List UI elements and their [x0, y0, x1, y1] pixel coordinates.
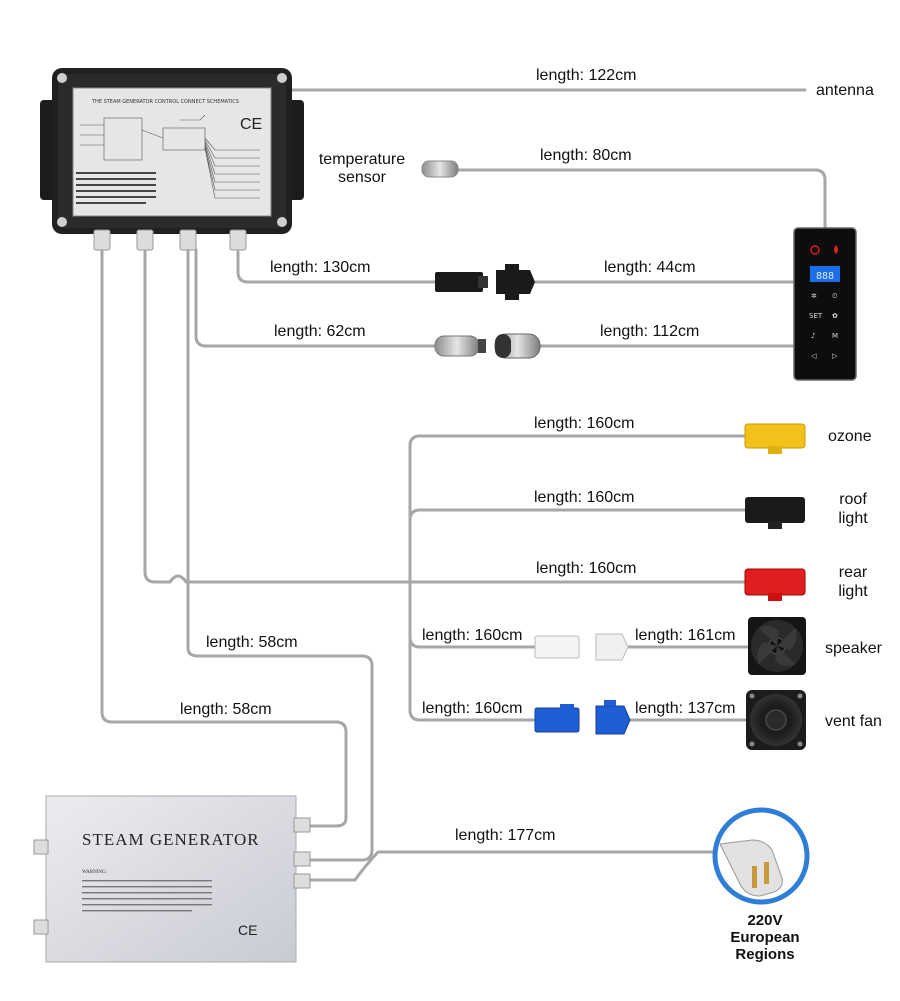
- length-gen-link-2: length: 58cm: [180, 701, 272, 718]
- label-power-3: Regions: [735, 946, 794, 963]
- rear-light-connector: [744, 568, 806, 601]
- panel-a-connectors: [435, 264, 535, 300]
- label-sensor: sensor: [338, 169, 387, 186]
- control-box: THE STEAM GENERATOR CONTROL CONNECT SCHE…: [40, 68, 304, 251]
- length-panel-a-right: length: 44cm: [604, 259, 696, 276]
- roof-light-connector: [745, 497, 805, 529]
- length-labels: length: 122cm length: 80cm length: 130cm…: [180, 67, 736, 844]
- length-power: length: 177cm: [455, 827, 556, 844]
- schematic-title: THE STEAM GENERATOR CONTROL CONNECT SCHE…: [91, 99, 239, 105]
- length-rear-light: length: 160cm: [536, 560, 637, 577]
- set-icon: SET: [809, 312, 823, 320]
- steam-generator-box: STEAM GENERATOR WARNING: CE: [33, 795, 311, 963]
- length-antenna: length: 122cm: [536, 67, 637, 84]
- control-panel: 888 ✲ ⏲ SET ✿ ♪ M ◁ ▷: [793, 227, 857, 381]
- right-arrow-icon: ▷: [832, 352, 838, 360]
- length-speaker-right: length: 161cm: [635, 627, 736, 644]
- label-speaker: speaker: [825, 640, 883, 657]
- power-icon: [810, 245, 820, 255]
- label-power-1: 220V: [747, 912, 782, 929]
- timer-icon: ⏲: [832, 292, 838, 300]
- wires: [100, 88, 827, 882]
- label-roof-light: light: [838, 510, 868, 527]
- ozone-connector: [744, 423, 806, 454]
- vent-fan-speaker-icon: [746, 690, 806, 750]
- speaker-connectors: [534, 633, 629, 661]
- length-ozone: length: 160cm: [534, 415, 635, 432]
- mode-icon: M: [832, 332, 838, 340]
- fan-connectors: [534, 700, 631, 735]
- power-plug-icon: [712, 807, 810, 905]
- steam-generator-warning: WARNING:: [82, 870, 107, 875]
- steam-generator-title: STEAM GENERATOR: [82, 830, 260, 849]
- length-roof-light: length: 160cm: [534, 489, 635, 506]
- label-antenna: antenna: [816, 82, 874, 99]
- component-labels: antenna temperature sensor ozone roof li…: [319, 82, 883, 963]
- length-panel-b-right: length: 112cm: [600, 323, 699, 340]
- light-icon: ✲: [811, 292, 817, 300]
- length-panel-a-left: length: 130cm: [270, 259, 371, 276]
- label-vent-fan: vent fan: [825, 713, 882, 730]
- schematic-label: [72, 87, 272, 217]
- length-fan-left: length: 160cm: [422, 700, 523, 717]
- label-ozone: ozone: [828, 428, 872, 445]
- temperature-sensor-probe: [421, 160, 459, 178]
- panel-display: [810, 266, 840, 282]
- label-power-2: European: [730, 929, 799, 946]
- speaker-fan-icon: [748, 617, 806, 675]
- panel-b-connectors: [434, 333, 541, 359]
- label-rear-light: light: [838, 583, 868, 600]
- length-gen-link-1: length: 58cm: [206, 634, 298, 651]
- length-sensor: length: 80cm: [540, 147, 632, 164]
- label-roof: roof: [839, 491, 867, 508]
- fan-icon: ✿: [832, 312, 838, 320]
- length-speaker-left: length: 160cm: [422, 627, 523, 644]
- flame-icon: [834, 245, 838, 254]
- steam-generator-ce-mark: CE: [238, 922, 257, 938]
- left-arrow-icon: ◁: [811, 352, 817, 360]
- length-fan-right: length: 137cm: [635, 700, 736, 717]
- label-rear: rear: [839, 564, 868, 581]
- label-temperature: temperature: [319, 151, 405, 168]
- length-panel-b-left: length: 62cm: [274, 323, 366, 340]
- panel-display-value: 888: [816, 271, 834, 282]
- control-box-ce-mark: CE: [240, 116, 262, 133]
- music-icon: ♪: [811, 332, 815, 340]
